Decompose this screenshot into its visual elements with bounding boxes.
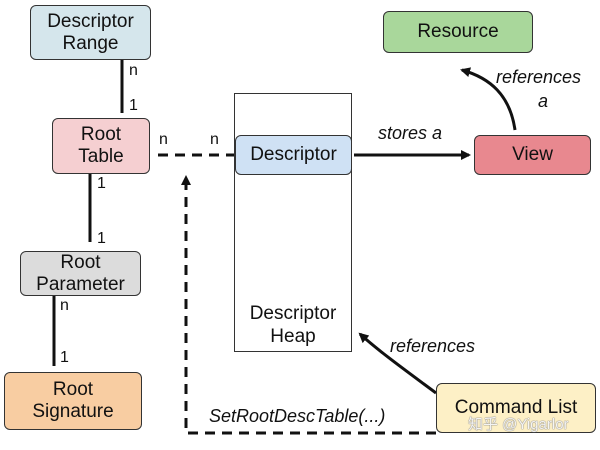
view-node: View (474, 135, 591, 175)
edge-label-references-a-line2: a (538, 91, 549, 111)
view-line1: View (512, 144, 553, 165)
edge-label-references-a-line1: references (496, 67, 582, 87)
root-signature-line1: Root (52, 379, 94, 400)
command-list-line1: Command List (454, 397, 578, 418)
mult-param-sig-top: n (60, 297, 69, 314)
watermark: 知乎 @Yigarlor (468, 416, 569, 433)
root-signature-line2: Signature (32, 401, 114, 422)
edge-label-set-root-desc-table: SetRootDescTable(...) (209, 406, 386, 426)
mult-range-table-bottom: 1 (129, 97, 138, 114)
root-table-node: Root Table (52, 118, 150, 174)
mult-table-descriptor-left: n (159, 131, 168, 148)
descriptor-node: Descriptor (235, 135, 352, 175)
references-arrow (358, 332, 437, 395)
command-list-node: Command List (436, 383, 596, 433)
mult-table-descriptor-right: n (210, 131, 219, 148)
root-signature-node: Root Signature (4, 372, 142, 430)
mult-param-sig-bottom: 1 (60, 349, 69, 366)
descriptor-range-line1: Descriptor (47, 10, 134, 32)
mult-table-param-top: 1 (97, 175, 106, 192)
descriptor-heap-label-line2: Heap (270, 326, 316, 347)
edge-label-references: references (390, 336, 476, 356)
descriptor-range-node: Descriptor Range (30, 5, 151, 60)
mult-table-param-bottom: 1 (97, 230, 106, 247)
root-table-line2: Table (78, 146, 124, 167)
root-table-line1: Root (80, 124, 122, 145)
references-a-arrow (460, 67, 517, 131)
root-parameter-line1: Root (60, 251, 101, 273)
descriptor-heap-label: Descriptor Heap (234, 302, 352, 348)
descriptor-line1: Descriptor (250, 144, 337, 165)
edge-label-stores-a: stores a (378, 123, 443, 143)
descriptor-heap-label-line1: Descriptor (249, 303, 337, 324)
resource-line1: Resource (417, 21, 499, 42)
resource-node: Resource (383, 11, 533, 53)
descriptor-range-line2: Range (62, 32, 119, 54)
root-parameter-line2: Parameter (36, 273, 125, 295)
mult-range-table-top: n (129, 62, 138, 79)
root-parameter-node: Root Parameter (20, 251, 141, 296)
